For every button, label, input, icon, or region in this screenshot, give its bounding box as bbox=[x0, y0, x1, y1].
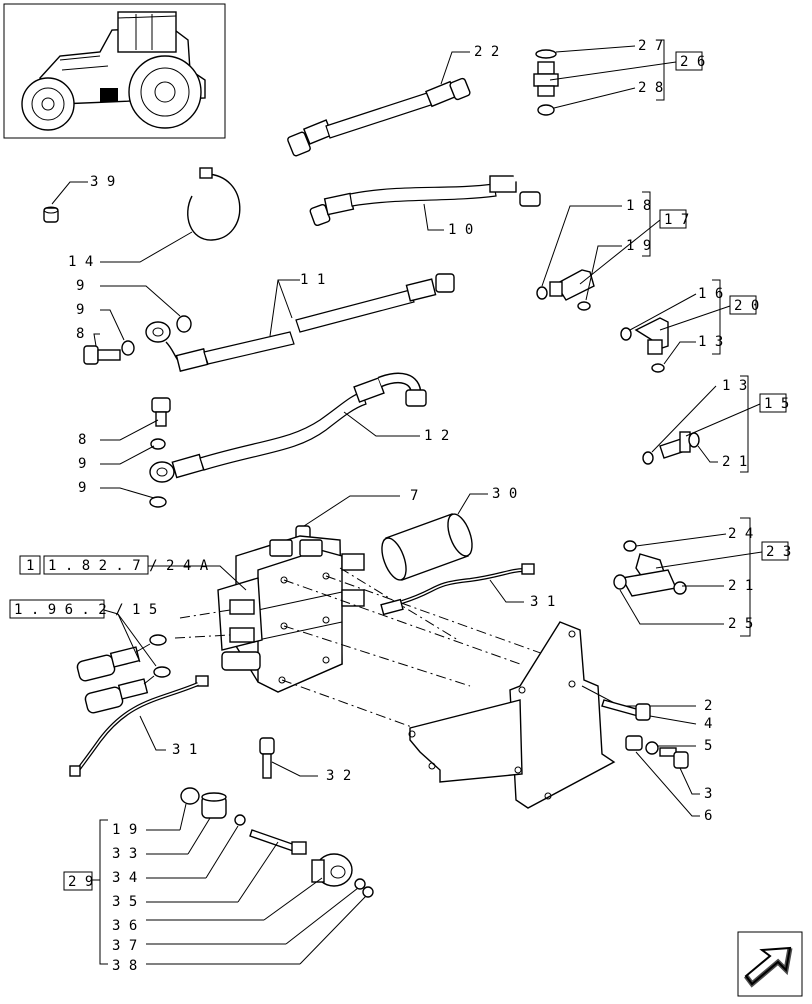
callout-8b: 8 bbox=[78, 432, 86, 448]
kit-box-15 bbox=[759, 393, 787, 413]
kit-box-20 bbox=[729, 295, 757, 315]
ref-box-1 bbox=[19, 555, 41, 575]
callout-24: 2 4 bbox=[728, 526, 753, 542]
mounting-bracket bbox=[408, 621, 616, 809]
elbow-17 bbox=[536, 269, 595, 311]
nut-6 bbox=[625, 735, 643, 751]
kit-29-item-4: 3 6 bbox=[112, 918, 137, 934]
callout-5: 5 bbox=[704, 738, 712, 754]
callout-9c: 9 bbox=[78, 456, 86, 472]
next-page-arrow-icon[interactable] bbox=[737, 931, 803, 997]
callout-9d: 9 bbox=[78, 480, 86, 496]
callout-7: 7 bbox=[410, 488, 418, 504]
bolt-32 bbox=[259, 737, 275, 779]
sensor-cable-31a bbox=[380, 563, 535, 616]
callout-23: 2 3 bbox=[766, 544, 791, 560]
sleeve-30 bbox=[381, 513, 473, 581]
washer-9b bbox=[121, 340, 135, 356]
kit-29-item-0: 1 9 bbox=[112, 822, 137, 838]
hose-11 bbox=[145, 273, 455, 372]
kit-29-item-3: 3 5 bbox=[112, 894, 137, 910]
callout-22: 2 2 bbox=[474, 44, 499, 60]
ref-box-1-code bbox=[43, 555, 149, 575]
callout-10: 1 0 bbox=[448, 222, 473, 238]
washer-5 bbox=[645, 741, 659, 755]
kit-box-17 bbox=[659, 209, 687, 229]
callout-15: 1 5 bbox=[764, 396, 789, 412]
callout-25: 2 5 bbox=[728, 616, 753, 632]
kit-29-item-1: 3 3 bbox=[112, 846, 137, 862]
callout-26: 2 6 bbox=[680, 54, 705, 70]
kit-29-item-6: 3 8 bbox=[112, 958, 137, 974]
callout-31b: 3 1 bbox=[172, 742, 197, 758]
callout-6: 6 bbox=[704, 808, 712, 824]
callout-28: 2 8 bbox=[638, 80, 663, 96]
kit-29-list: 1 9 3 3 3 4 3 5 3 6 3 7 3 8 bbox=[112, 822, 137, 974]
bolt-4 bbox=[601, 699, 651, 721]
callout-39: 3 9 bbox=[90, 174, 115, 190]
callout-8a: 8 bbox=[76, 326, 84, 342]
callout-21a: 2 1 bbox=[722, 454, 747, 470]
kit-29-item-5: 3 7 bbox=[112, 938, 137, 954]
kit-box-29 bbox=[63, 871, 93, 891]
callout-2: 2 bbox=[704, 698, 712, 714]
nut-39 bbox=[43, 206, 59, 223]
callout-3: 3 bbox=[704, 786, 712, 802]
kit-29-parts bbox=[180, 787, 374, 898]
clamp-14 bbox=[187, 167, 241, 241]
callout-14: 1 4 bbox=[68, 254, 93, 270]
callout-19a: 1 9 bbox=[626, 238, 651, 254]
hose-10 bbox=[309, 174, 541, 227]
valve-block bbox=[217, 535, 365, 693]
fitting-15 bbox=[642, 431, 700, 465]
callout-12: 1 2 bbox=[424, 428, 449, 444]
ref-box-2 bbox=[9, 599, 105, 619]
callout-16: 1 6 bbox=[698, 286, 723, 302]
solenoid-connectors bbox=[76, 634, 171, 714]
callout-27: 2 7 bbox=[638, 38, 663, 54]
washer-9a bbox=[176, 315, 192, 333]
hose-12 bbox=[149, 372, 427, 508]
ref-1-code: 1 . 8 2 . 7 / 2 4 A bbox=[48, 558, 209, 574]
tee-23 bbox=[613, 540, 687, 597]
callout-29: 2 9 bbox=[68, 874, 93, 890]
adapter-26 bbox=[533, 49, 559, 116]
callout-30: 3 0 bbox=[492, 486, 517, 502]
callout-9b: 9 bbox=[76, 302, 84, 318]
callout-20: 2 0 bbox=[734, 298, 759, 314]
callout-13a: 1 3 bbox=[698, 334, 723, 350]
sensor-cable-31b bbox=[69, 675, 209, 777]
callout-18: 1 8 bbox=[626, 198, 651, 214]
callout-31a: 3 1 bbox=[530, 594, 555, 610]
kit-29-item-2: 3 4 bbox=[112, 870, 137, 886]
hose-22 bbox=[287, 77, 471, 157]
callout-9a: 9 bbox=[76, 278, 84, 294]
elbow-20 bbox=[620, 317, 669, 373]
tractor-thumbnail bbox=[3, 3, 226, 139]
ref-1-number: 1 bbox=[26, 558, 34, 574]
callout-21b: 2 1 bbox=[728, 578, 753, 594]
ref-2-code: 1 . 9 6 . 2 / 1 5 bbox=[14, 602, 157, 618]
bolt-3 bbox=[659, 747, 689, 769]
bolt-8a bbox=[83, 345, 121, 365]
callout-4: 4 bbox=[704, 716, 712, 732]
callout-17: 1 7 bbox=[664, 212, 689, 228]
kit-box-23 bbox=[761, 541, 789, 561]
kit-box-26 bbox=[675, 51, 703, 71]
callout-13b: 1 3 bbox=[722, 378, 747, 394]
callout-32: 3 2 bbox=[326, 768, 351, 784]
callout-11: 1 1 bbox=[300, 272, 325, 288]
